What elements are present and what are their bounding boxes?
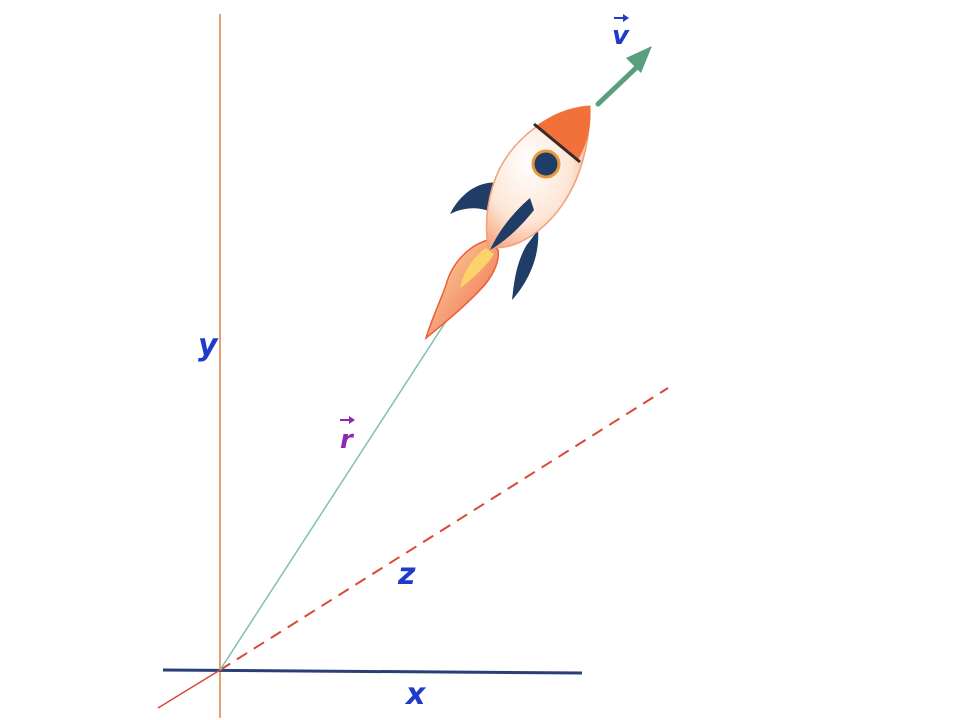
rocket-fin-center <box>490 198 534 250</box>
position-vector-label: r <box>340 416 355 455</box>
x-axis-label-text: x <box>404 677 427 712</box>
velocity-vector-label: v <box>612 14 630 51</box>
rocket-icon <box>424 105 591 341</box>
rocket-nose-band <box>533 122 581 164</box>
r-arrow-mark-head <box>349 416 355 424</box>
x-axis-label: x <box>404 677 427 712</box>
x-axis-line <box>162 668 583 675</box>
z-axis-label: z <box>397 557 416 592</box>
rocket-flame-inner <box>460 248 494 288</box>
rocket-window <box>531 149 561 179</box>
z-axis-line <box>219 387 669 671</box>
y-axis-label-text: y <box>198 328 219 363</box>
v-arrow-mark-head <box>623 14 629 22</box>
z-axis-label-text: z <box>397 557 416 592</box>
rocket-fin-right <box>512 230 539 300</box>
rocket-nose <box>536 106 591 160</box>
velocity-arrow <box>595 46 652 107</box>
z-axis-back-segment <box>157 669 221 709</box>
y-axis-label: y <box>198 328 219 363</box>
position-vector-label-text: r <box>340 425 355 455</box>
velocity-vector-label-text: v <box>612 21 630 51</box>
